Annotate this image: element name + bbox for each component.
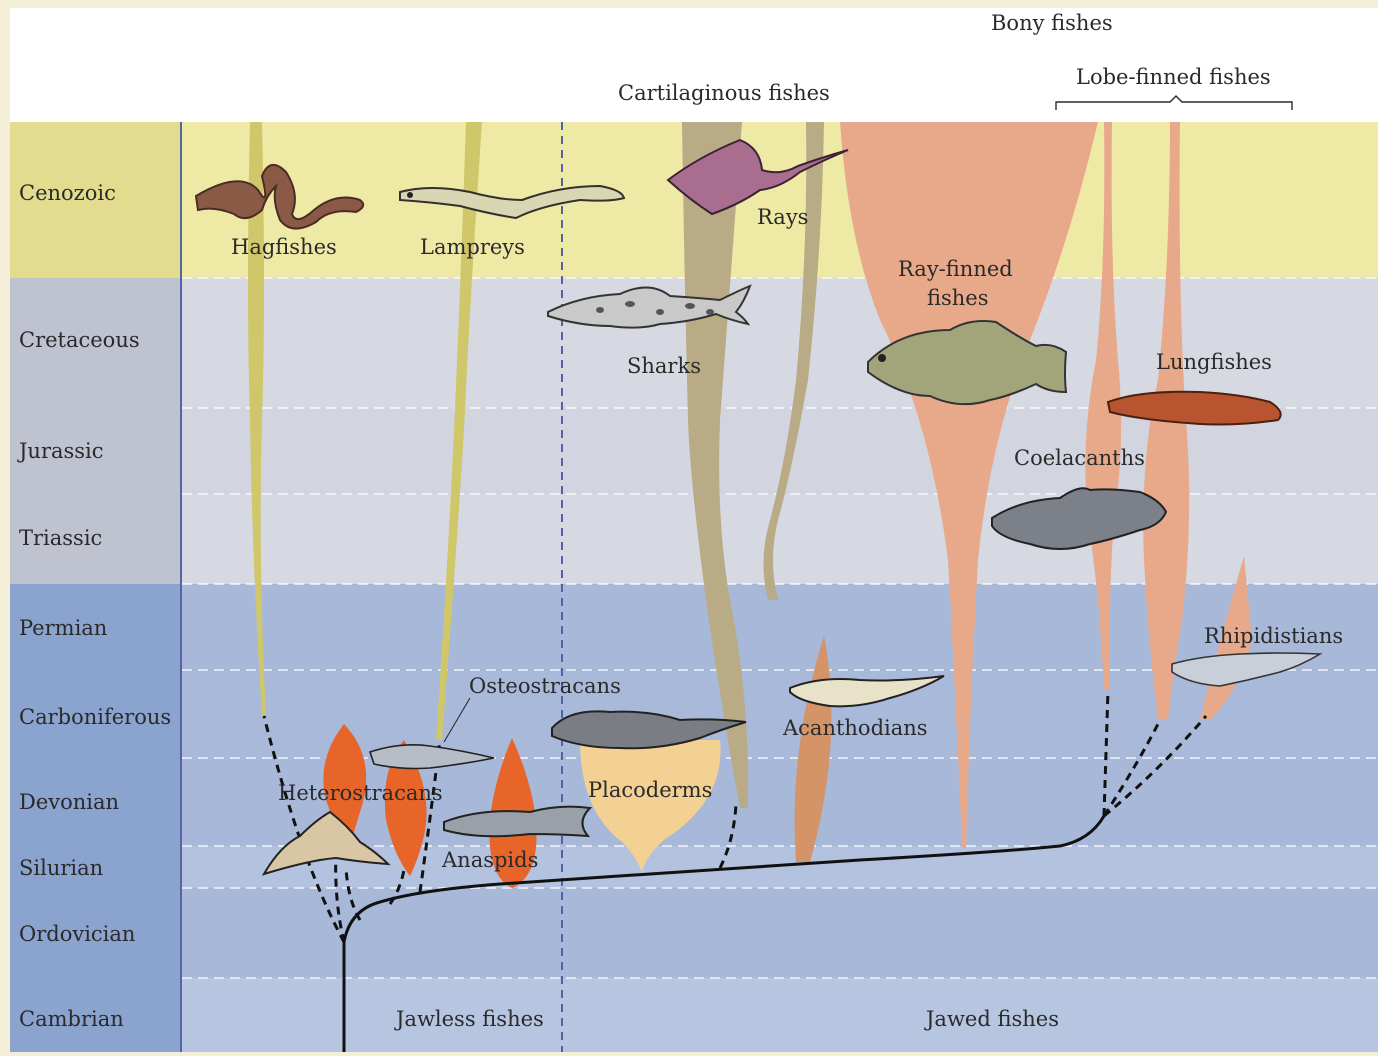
period-triassic: Triassic	[19, 526, 102, 550]
hagfishes-label: Hagfishes	[231, 235, 337, 259]
anaspids-label: Anaspids	[441, 848, 538, 872]
band-cambrian	[10, 978, 1378, 1052]
label-col-paleozoic	[10, 584, 182, 1052]
period-ordovician: Ordovician	[19, 922, 135, 946]
sharks-label: Sharks	[627, 354, 701, 378]
period-cretaceous: Cretaceous	[19, 328, 140, 352]
bony-fishes-label: Bony fishes	[991, 11, 1113, 35]
band-ordovician	[10, 888, 1378, 978]
jawless-fishes-label: Jawless fishes	[394, 1007, 544, 1031]
period-silurian: Silurian	[19, 856, 103, 880]
period-cambrian: Cambrian	[19, 1007, 124, 1031]
band-silurian	[10, 846, 1378, 888]
rayfinned-label-2: fishes	[927, 286, 989, 310]
rays-label: Rays	[757, 205, 808, 229]
lampreys-label: Lampreys	[420, 235, 525, 259]
jawed-fishes-label: Jawed fishes	[924, 1007, 1059, 1031]
period-carboniferous: Carboniferous	[19, 705, 171, 729]
period-devonian: Devonian	[19, 790, 119, 814]
coelacanths-label: Coelacanths	[1014, 446, 1145, 470]
acanthodians-label: Acanthodians	[782, 716, 928, 740]
osteostracans-label: Osteostracans	[469, 674, 621, 698]
period-cenozoic: Cenozoic	[19, 181, 116, 205]
heterostracans-label: Heterostracans	[278, 781, 443, 805]
rhipidistians-label: Rhipidistians	[1204, 624, 1343, 648]
rayfinned-label-1: Ray-finned	[898, 257, 1013, 281]
period-jurassic: Jurassic	[17, 439, 104, 463]
lobe-finned-label: Lobe-finned fishes	[1076, 65, 1271, 89]
period-permian: Permian	[19, 616, 107, 640]
cartilaginous-label: Cartilaginous fishes	[618, 81, 830, 105]
lungfishes-label: Lungfishes	[1156, 350, 1272, 374]
placoderms-label: Placoderms	[588, 778, 712, 802]
